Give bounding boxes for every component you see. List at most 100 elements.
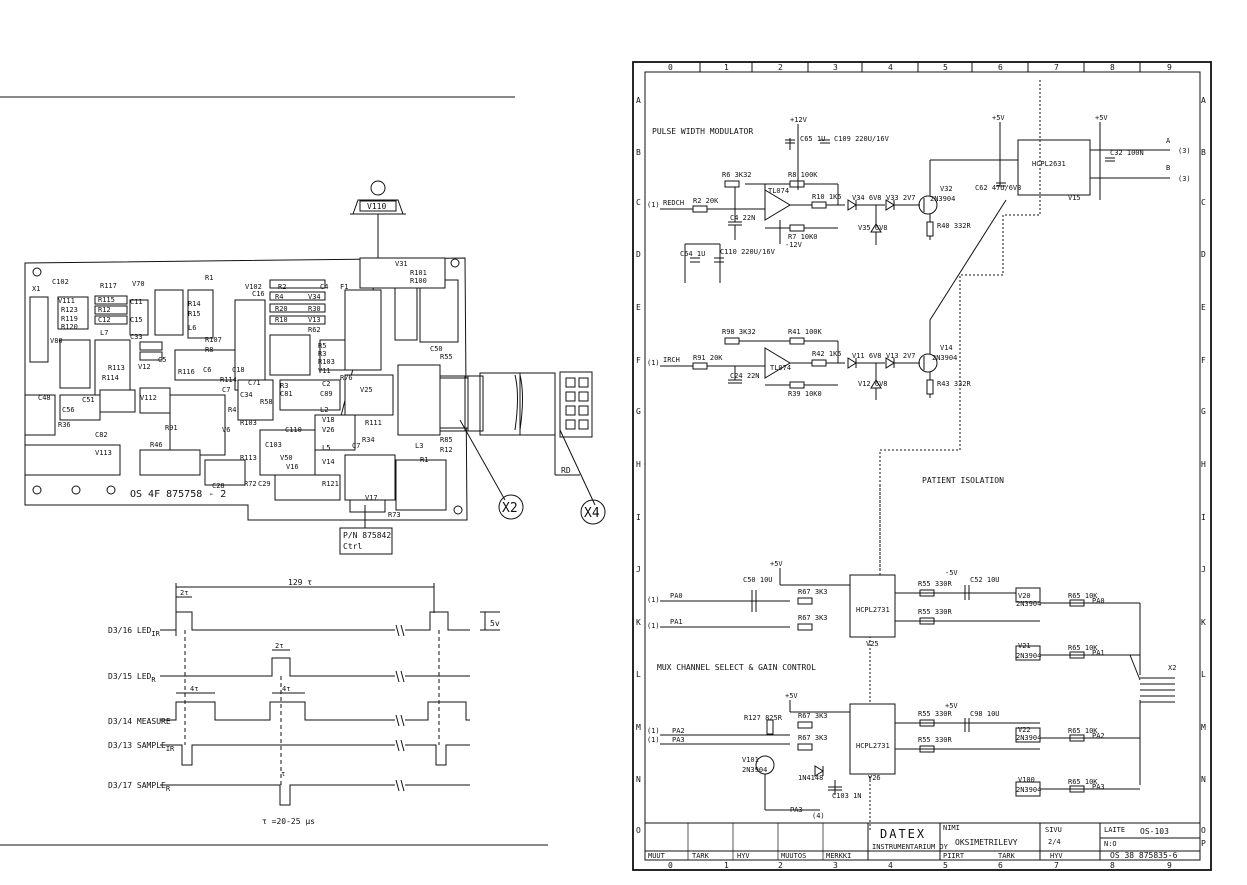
svg-text:2N3904: 2N3904 xyxy=(930,195,955,203)
svg-text:R67 3K3: R67 3K3 xyxy=(798,588,828,596)
svg-text:L3: L3 xyxy=(415,442,423,450)
svg-text:C15: C15 xyxy=(130,316,143,324)
svg-text:C7: C7 xyxy=(352,442,360,450)
sample-ir-waveform xyxy=(160,744,470,766)
svg-text:C110 220U/16V: C110 220U/16V xyxy=(720,248,776,256)
svg-text:M: M xyxy=(636,723,641,732)
svg-text:R119: R119 xyxy=(61,315,78,323)
svg-text:V13: V13 xyxy=(308,316,321,324)
svg-text:X2: X2 xyxy=(1168,664,1176,672)
svg-text:R115: R115 xyxy=(98,296,115,304)
svg-text:(1): (1) xyxy=(647,201,660,209)
svg-text:C: C xyxy=(1201,198,1206,207)
measure-label: D3/14 MEASURE xyxy=(108,717,171,726)
svg-text:TL074: TL074 xyxy=(770,364,791,372)
svg-text:V25: V25 xyxy=(360,386,373,394)
svg-text:R67 3K3: R67 3K3 xyxy=(798,712,828,720)
svg-text:C62 47U/6V3: C62 47U/6V3 xyxy=(975,184,1021,192)
svg-text:SIVU: SIVU xyxy=(1045,826,1062,834)
svg-text:G: G xyxy=(1201,407,1206,416)
svg-text:V18: V18 xyxy=(322,416,335,424)
svg-text:(1): (1) xyxy=(647,736,660,744)
svg-text:(1): (1) xyxy=(647,596,660,604)
svg-text:B: B xyxy=(636,148,641,157)
svg-text:R2: R2 xyxy=(278,283,286,291)
svg-text:V26: V26 xyxy=(322,426,335,434)
svg-text:R76: R76 xyxy=(340,374,353,382)
svg-text:R100: R100 xyxy=(410,277,427,285)
svg-text:MUUTOS: MUUTOS xyxy=(781,852,806,860)
svg-text:V6: V6 xyxy=(222,426,230,434)
svg-text:G: G xyxy=(636,407,641,416)
svg-text:R58: R58 xyxy=(260,398,273,406)
svg-text:R12: R12 xyxy=(440,446,453,454)
svg-text:N: N xyxy=(636,775,641,784)
svg-text:P/N 875842: P/N 875842 xyxy=(343,531,391,540)
svg-text:C65 1U: C65 1U xyxy=(800,135,825,143)
svg-text:R8: R8 xyxy=(205,346,213,354)
svg-text:X1: X1 xyxy=(32,285,40,293)
svg-text:TARK: TARK xyxy=(692,852,710,860)
svg-text:C4: C4 xyxy=(320,283,328,291)
svg-text:R85: R85 xyxy=(440,436,453,444)
svg-text:V12 6V8: V12 6V8 xyxy=(858,380,888,388)
svg-text:NIMI: NIMI xyxy=(943,824,960,832)
svg-text:C52 10U: C52 10U xyxy=(970,576,1000,584)
svg-text:V33 2V7: V33 2V7 xyxy=(886,194,916,202)
svg-text:C34: C34 xyxy=(240,391,253,399)
svg-text:R30: R30 xyxy=(308,305,321,313)
svg-text:MUUT: MUUT xyxy=(648,852,666,860)
svg-text:2N3904: 2N3904 xyxy=(1016,652,1041,660)
svg-text:(3): (3) xyxy=(1178,147,1191,155)
page-number: 2/4 xyxy=(1048,838,1061,846)
svg-text:V35 6V8: V35 6V8 xyxy=(858,224,888,232)
svg-text:R55 330R: R55 330R xyxy=(918,608,953,616)
svg-text:L2: L2 xyxy=(320,406,328,414)
svg-text:E: E xyxy=(636,303,641,312)
mux-section-title: MUX CHANNEL SELECT & GAIN CONTROL xyxy=(657,663,816,672)
svg-text:R103: R103 xyxy=(318,358,335,366)
svg-text:I: I xyxy=(1201,513,1206,522)
svg-text:R5: R5 xyxy=(318,342,326,350)
svg-text:R113: R113 xyxy=(240,454,257,462)
hcpl2731-v26: (1) PA2 (1) PA3 +5V R127 825R R67 3K3 R6… xyxy=(647,692,1040,820)
pwm-ir-channel: (1) IRCH R91 20K TL074 R98 3K32 R41 100K… xyxy=(647,199,1007,400)
svg-text:R1: R1 xyxy=(420,456,428,464)
svg-text:V14: V14 xyxy=(322,458,335,466)
svg-text:V31: V31 xyxy=(395,260,408,268)
pwm-red-channel: (1) REDCH R2 20K TL074 R6 3K32 R8 100K R… xyxy=(647,116,1018,283)
svg-text:0: 0 xyxy=(668,861,673,870)
svg-text:R72: R72 xyxy=(244,480,257,488)
svg-text:B: B xyxy=(1201,148,1206,157)
column-markers: 0 1 2 3 4 5 6 7 8 9 0 1 2 3 4 5 6 7 8 9 xyxy=(668,62,1172,870)
svg-text:C32 100N: C32 100N xyxy=(1110,149,1144,157)
pn-box: P/N 875842 Ctrl xyxy=(339,505,393,555)
svg-text:2τ: 2τ xyxy=(180,589,188,597)
document-number: OS 38 875835-6 xyxy=(1110,851,1178,860)
svg-text:PA3: PA3 xyxy=(790,806,803,814)
svg-text:PA0: PA0 xyxy=(670,592,683,600)
svg-text:C81: C81 xyxy=(280,390,293,398)
svg-text:C18: C18 xyxy=(232,366,245,374)
svg-text:3: 3 xyxy=(833,63,838,72)
svg-text:R114: R114 xyxy=(220,376,237,384)
svg-text:2N3904: 2N3904 xyxy=(932,354,957,362)
svg-text:2N3904: 2N3904 xyxy=(1016,600,1041,608)
svg-text:R3: R3 xyxy=(280,382,288,390)
svg-text:4: 4 xyxy=(888,861,893,870)
isolation-section-title: PATIENT ISOLATION xyxy=(922,476,1004,485)
svg-text:V113: V113 xyxy=(95,449,112,457)
hcpl2731-v25: (1) PA0 (1) PA1 +5V C50 10U R67 3K3 R67 … xyxy=(647,560,1040,648)
svg-text:R120: R120 xyxy=(61,323,78,331)
svg-text:C7: C7 xyxy=(222,386,230,394)
svg-text:A: A xyxy=(1166,137,1171,145)
svg-text:HYV: HYV xyxy=(737,852,750,860)
svg-text:C6: C6 xyxy=(203,366,211,374)
svg-text:R67 3K3: R67 3K3 xyxy=(798,614,828,622)
svg-text:4τ: 4τ xyxy=(190,685,198,693)
svg-text:C50 10U: C50 10U xyxy=(743,576,773,584)
svg-text:R14: R14 xyxy=(188,300,201,308)
svg-text:V12: V12 xyxy=(138,363,151,371)
svg-text:LAITE: LAITE xyxy=(1104,826,1125,834)
